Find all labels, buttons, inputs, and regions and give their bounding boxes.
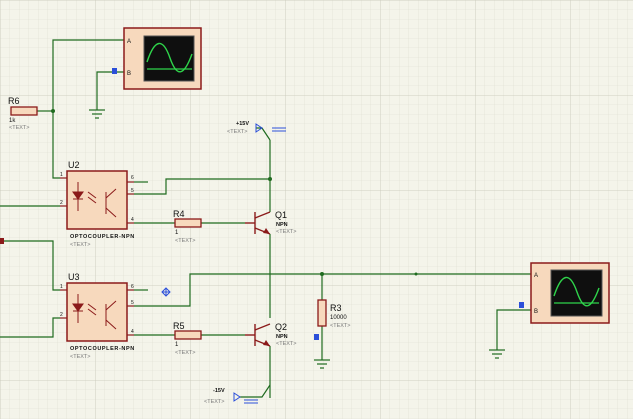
resistor-r4-text-placeholder: <TEXT> [175,238,195,244]
oscilloscope-1-trace [146,42,193,73]
transistor-q2-text-placeholder: <TEXT> [276,341,296,347]
resistor-r5[interactable]: R5 1 <TEXT> [173,321,202,356]
transistor-q1-text-placeholder: <TEXT> [276,229,296,235]
power-neg-label: -15V [213,388,225,394]
resistor-r5-ref: R5 [173,321,185,331]
resistor-r3-ref: R3 [330,303,342,313]
resistor-r3-value: 10000 [330,315,347,321]
optocoupler-u3-pin-4: 4 [131,329,134,335]
oscilloscope-1[interactable]: A B [112,27,202,90]
resistor-r6-value: 1k [9,118,16,124]
cursor-marker [161,287,171,297]
transistor-q2[interactable]: Q2 NPN <TEXT> [245,322,296,347]
oscilloscope-1-pin-b: B [127,71,131,77]
optocoupler-u2-text-placeholder: <TEXT> [70,242,90,248]
ground-symbol[interactable] [489,349,505,359]
power-pos-label: +15V [236,121,249,127]
resistor-r6[interactable]: R6 1k <TEXT> [8,96,38,131]
ground-symbol[interactable] [89,109,105,119]
optocoupler-u3-text-placeholder: <TEXT> [70,354,90,360]
power-terminal-pos-15v[interactable]: +15V <TEXT> [227,121,286,141]
transistor-q1[interactable]: Q1 NPN <TEXT> [245,210,296,235]
optocoupler-u3-ref: U3 [68,272,80,282]
optocoupler-u2-pin-6: 6 [131,175,134,181]
optocoupler-u2-pin-1: 1 [60,172,63,178]
oscilloscope-1-pin-a: A [127,39,131,45]
optocoupler-u2[interactable]: U2 1 2 6 5 4 OPTOCOUPLER-NPN <TEXT> [60,160,135,248]
pin-marker [519,302,524,308]
resistor-r4[interactable]: R4 1 <TEXT> [173,209,202,244]
optocoupler-u3-pin-1: 1 [60,284,63,290]
resistor-r3[interactable]: R3 10000 <TEXT> [314,299,350,340]
oscilloscope-2[interactable]: A B [519,262,610,324]
oscilloscope-2-pin-b: B [534,309,538,315]
optocoupler-u2-pin-5: 5 [131,188,134,194]
resistor-r5-text-placeholder: <TEXT> [175,350,195,356]
oscilloscope-2-screen [550,269,603,317]
transistor-q1-type: NPN [276,222,288,228]
transistor-q2-type: NPN [276,334,288,340]
optocoupler-u2-ref: U2 [68,160,80,170]
power-neg-text-placeholder: <TEXT> [204,399,224,405]
resistor-r6-ref: R6 [8,96,20,106]
optocoupler-u3[interactable]: U3 1 2 6 5 4 OPTOCOUPLER-NPN <TEXT> [60,272,135,360]
pin-marker [314,334,319,340]
input-terminal-stub [0,238,4,244]
junctions [51,109,418,276]
optocoupler-u3-pin-2: 2 [60,312,63,318]
pin-marker [112,68,117,74]
optocoupler-u2-part: OPTOCOUPLER-NPN [70,234,135,240]
resistor-r4-value: 1 [175,230,179,236]
resistor-r6-text-placeholder: <TEXT> [9,125,29,131]
optocoupler-u3-pin-5: 5 [131,300,134,306]
resistor-r4-ref: R4 [173,209,185,219]
oscilloscope-2-trace [553,276,600,307]
resistor-r5-value: 1 [175,342,179,348]
power-pos-text-placeholder: <TEXT> [227,129,247,135]
ground-symbol[interactable] [314,359,330,369]
transistor-q1-ref: Q1 [275,210,287,220]
optocoupler-u2-pin-4: 4 [131,217,134,223]
oscilloscope-1-screen [143,35,195,82]
oscilloscope-2-pin-a: A [534,273,538,279]
optocoupler-u3-pin-6: 6 [131,284,134,290]
transistor-q2-ref: Q2 [275,322,287,332]
resistor-r3-text-placeholder: <TEXT> [330,323,350,329]
optocoupler-u3-part: OPTOCOUPLER-NPN [70,346,135,352]
optocoupler-u2-pin-2: 2 [60,200,63,206]
power-terminal-neg-15v[interactable]: -15V <TEXT> [204,384,271,405]
